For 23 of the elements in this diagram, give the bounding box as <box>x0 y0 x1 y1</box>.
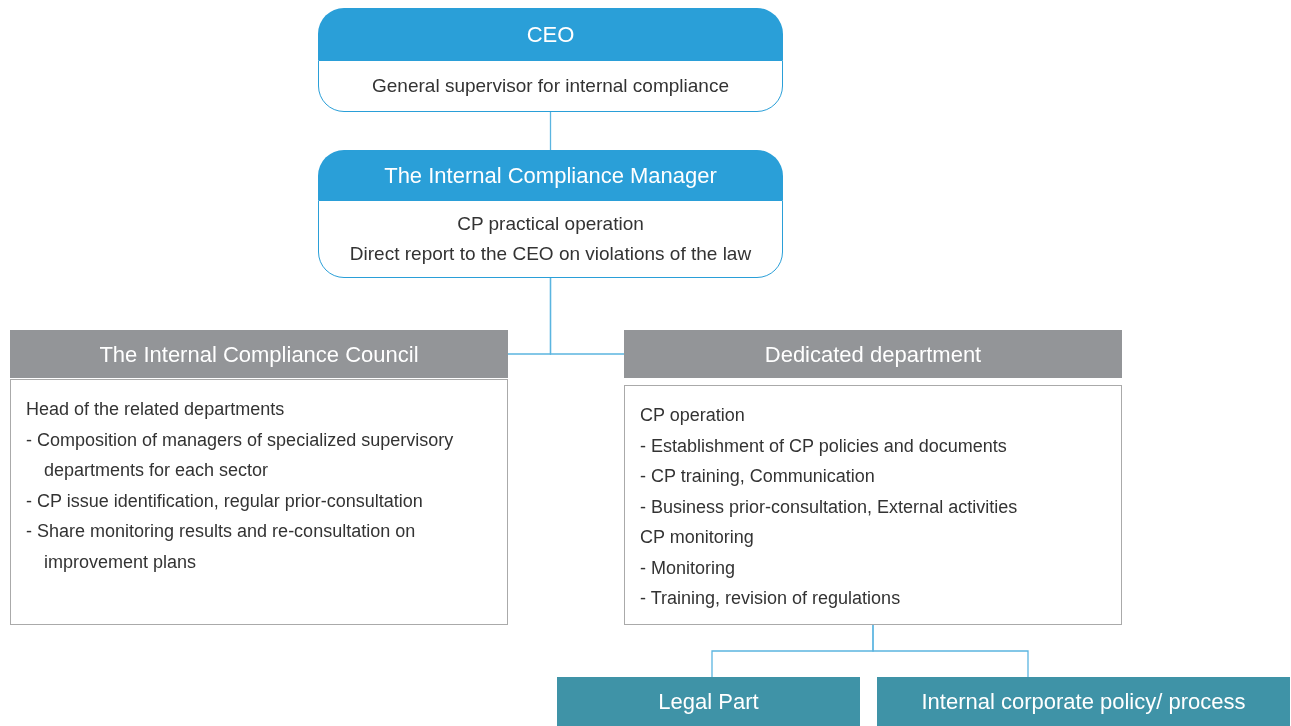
list-text: - Training, revision of regulations <box>640 587 902 610</box>
list-text: Head of the related departments <box>26 398 286 421</box>
heading-band: Legal Part <box>557 677 860 726</box>
body-text: General supervisor for internal compliance <box>372 74 729 98</box>
list-text: - Monitoring <box>640 556 737 580</box>
heading-band: Dedicated department <box>624 330 1122 378</box>
list-text: - Business prior-consultation, External activities <box>640 495 1019 519</box>
body-text: Direct report to the CEO on violations of the law <box>349 242 752 266</box>
heading-band: The Internal Compliance Manager <box>318 150 783 200</box>
list-text: - CP issue identification, regular prior-consultation <box>26 489 424 513</box>
list-text: - CP training, Communication <box>640 465 876 488</box>
list-text: CP operation <box>640 404 746 427</box>
heading-band: Internal corporate policy/ process <box>877 677 1290 726</box>
list-text: - Share monitoring results and re-consultation on improvement plans <box>26 520 417 574</box>
list-text: - Establishment of CP policies and documents <box>640 434 1008 458</box>
connector-line <box>549 277 625 355</box>
body-text: CP practical operation <box>457 212 644 236</box>
list-text: CP monitoring <box>640 526 755 549</box>
connector-line <box>549 111 552 151</box>
connector-line <box>872 624 1029 678</box>
heading-band: CEO <box>318 8 783 60</box>
list-text: - Composition of managers of specialized supervisory departments for each sector <box>26 428 455 482</box>
heading-band: The Internal Compliance Council <box>10 330 508 378</box>
